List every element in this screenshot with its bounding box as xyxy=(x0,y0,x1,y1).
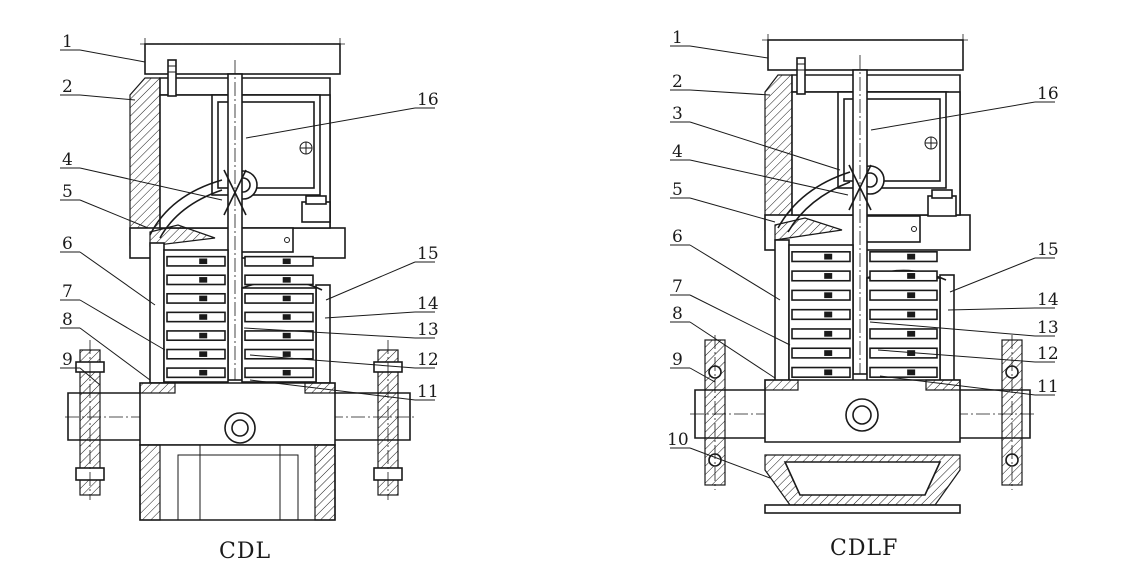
cdlf-label: 3 xyxy=(672,104,683,124)
cdl-label: 1 xyxy=(62,32,73,52)
cdlf-label: 6 xyxy=(672,227,683,247)
motor-frame xyxy=(762,34,971,251)
impeller-stack xyxy=(774,239,955,384)
pump-shaft xyxy=(223,60,247,420)
cdlf-label: 4 xyxy=(672,142,683,162)
cdl-label: 15 xyxy=(417,244,439,264)
cdl-label: 11 xyxy=(417,382,439,402)
pump-base xyxy=(690,335,1035,514)
cdl-label: 16 xyxy=(417,90,439,110)
cdlf-label: 15 xyxy=(1037,240,1059,260)
pump-base xyxy=(65,340,415,521)
cdl-label: 8 xyxy=(62,310,73,330)
cdlf-part-labels: 1 2 3 4 5 6 7 8 9 10 16 15 14 13 12 11 xyxy=(667,28,1059,450)
cdl-label: 14 xyxy=(417,294,439,314)
cdlf-label: 16 xyxy=(1037,84,1059,104)
cdl-label: 5 xyxy=(62,182,73,202)
cdlf-leader-lines xyxy=(670,45,1055,479)
cdlf-label: 1 xyxy=(672,28,683,48)
cdlf-label: 5 xyxy=(672,180,683,200)
cdl-caption: CDL xyxy=(219,539,271,564)
cdlf-label: 12 xyxy=(1037,344,1059,364)
cdl-label: 12 xyxy=(417,350,439,370)
cdl-label: 6 xyxy=(62,234,73,254)
cdl-pump-figure: 1 2 4 5 6 7 8 9 16 15 14 13 12 11 CDL xyxy=(60,32,439,564)
cdlf-label: 13 xyxy=(1037,318,1059,338)
cdlf-label: 10 xyxy=(667,430,689,450)
cdl-label: 4 xyxy=(62,150,73,170)
cdl-part-labels: 1 2 4 5 6 7 8 9 16 15 14 13 12 11 xyxy=(62,32,439,402)
cdlf-label: 7 xyxy=(672,277,683,297)
cdl-label: 7 xyxy=(62,282,73,302)
cdlf-pump-figure: 1 2 3 4 5 6 7 8 9 10 16 15 14 13 12 11 C… xyxy=(667,28,1059,561)
cdlf-label: 9 xyxy=(672,350,683,370)
cdlf-label: 14 xyxy=(1037,290,1059,310)
cdlf-caption: CDLF xyxy=(830,536,898,561)
cdlf-label: 8 xyxy=(672,304,683,324)
cdlf-label: 2 xyxy=(672,72,683,92)
cdl-label: 13 xyxy=(417,320,439,340)
cdl-leader-lines xyxy=(60,49,435,401)
cdl-label: 2 xyxy=(62,77,73,97)
cdlf-label: 11 xyxy=(1037,377,1059,397)
cdl-label: 9 xyxy=(62,350,73,370)
impeller-stack xyxy=(149,242,331,384)
